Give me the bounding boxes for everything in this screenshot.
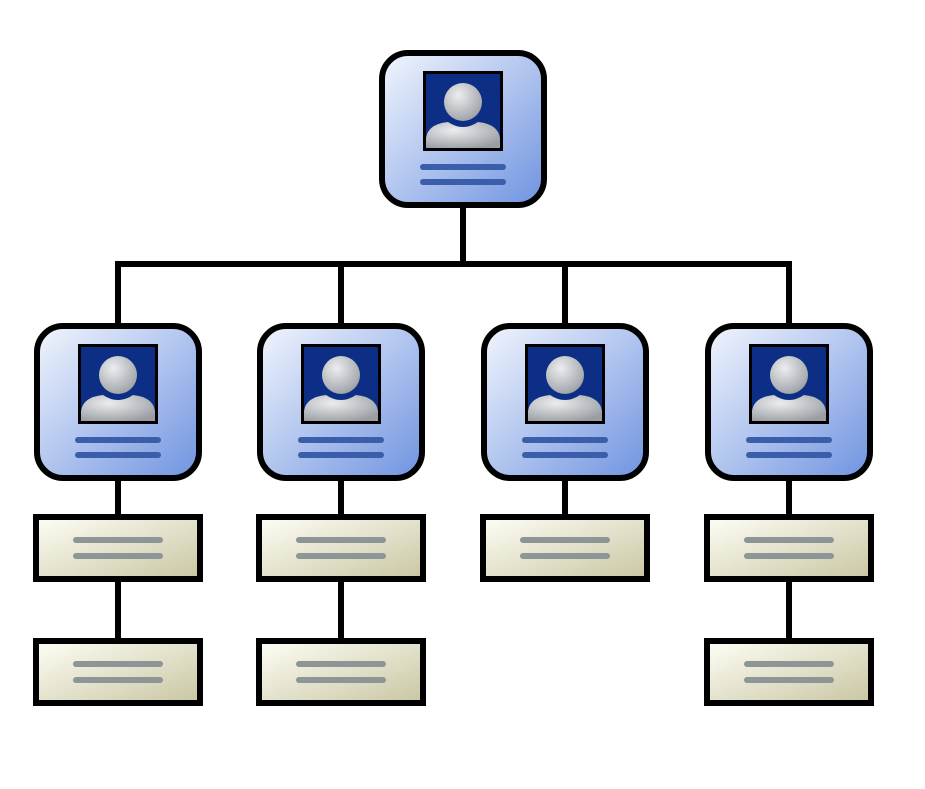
person-avatar-icon bbox=[304, 347, 378, 421]
detail-box-1-2 bbox=[33, 638, 203, 706]
note-box bbox=[480, 514, 650, 582]
note-box bbox=[33, 638, 203, 706]
detail-box-2-2 bbox=[256, 638, 426, 706]
person-avatar-icon bbox=[426, 74, 500, 148]
person-card-1 bbox=[34, 323, 202, 481]
note-box bbox=[704, 638, 874, 706]
note-box bbox=[33, 514, 203, 582]
note-box bbox=[256, 638, 426, 706]
root-person-card bbox=[379, 50, 547, 208]
note-box bbox=[256, 514, 426, 582]
detail-box-1-1 bbox=[33, 514, 203, 582]
detail-box-2-1 bbox=[256, 514, 426, 582]
person-avatar-icon bbox=[752, 347, 826, 421]
note-box bbox=[704, 514, 874, 582]
person-avatar-icon bbox=[81, 347, 155, 421]
detail-box-4-2 bbox=[704, 638, 874, 706]
person-card-4 bbox=[705, 323, 873, 481]
connector-lines bbox=[115, 202, 792, 675]
person-avatar-icon bbox=[528, 347, 602, 421]
person-card-2 bbox=[257, 323, 425, 481]
person-card-3 bbox=[481, 323, 649, 481]
detail-box-4-1 bbox=[704, 514, 874, 582]
org-nodes bbox=[33, 50, 874, 706]
detail-box-3-1 bbox=[480, 514, 650, 582]
